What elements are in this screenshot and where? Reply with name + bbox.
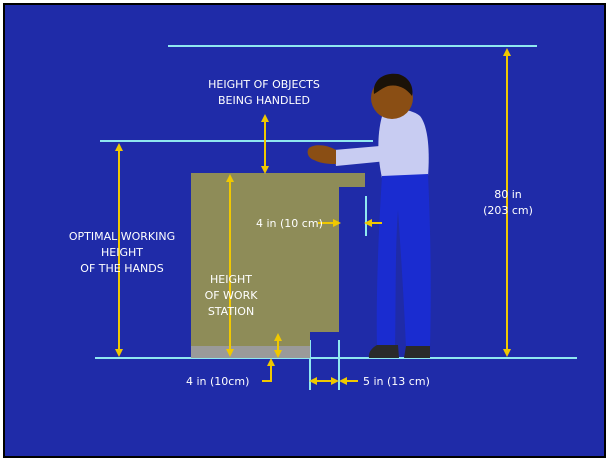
legs-pants xyxy=(376,174,431,348)
label-optimal-line2: HEIGHT xyxy=(101,246,143,259)
label-station-line2: OF WORK xyxy=(205,289,259,302)
label-station-line3: STATION xyxy=(208,305,254,318)
label-total-line1: 80 in xyxy=(494,188,522,201)
label-clearance-top: 4 in (10 cm) xyxy=(256,217,323,230)
work-station-base xyxy=(191,346,310,358)
shoe-back xyxy=(404,346,430,358)
hair xyxy=(373,73,413,96)
worker-figure xyxy=(307,73,431,358)
work-station-body xyxy=(191,173,365,346)
label-optimal-line3: OF THE HANDS xyxy=(80,262,163,275)
shoe-front xyxy=(368,345,399,358)
label-clearance-bottom: 4 in (10cm) xyxy=(186,375,249,388)
label-station-line1: HEIGHT xyxy=(210,273,252,286)
dimension-arrows xyxy=(115,48,511,385)
label-objects-line2: BEING HANDLED xyxy=(218,94,310,107)
label-objects-line1: HEIGHT OF OBJECTS xyxy=(208,78,320,91)
label-total-line2: (203 cm) xyxy=(483,204,533,217)
label-toe-depth: 5 in (13 cm) xyxy=(363,375,430,388)
ear xyxy=(403,95,408,104)
torso-shirt xyxy=(378,109,429,178)
knee-clearance-leader xyxy=(262,358,275,382)
arm-sleeve xyxy=(334,135,401,166)
hand xyxy=(307,145,336,164)
work-station xyxy=(191,173,365,358)
label-optimal-line1: OPTIMAL WORKING xyxy=(69,230,175,243)
